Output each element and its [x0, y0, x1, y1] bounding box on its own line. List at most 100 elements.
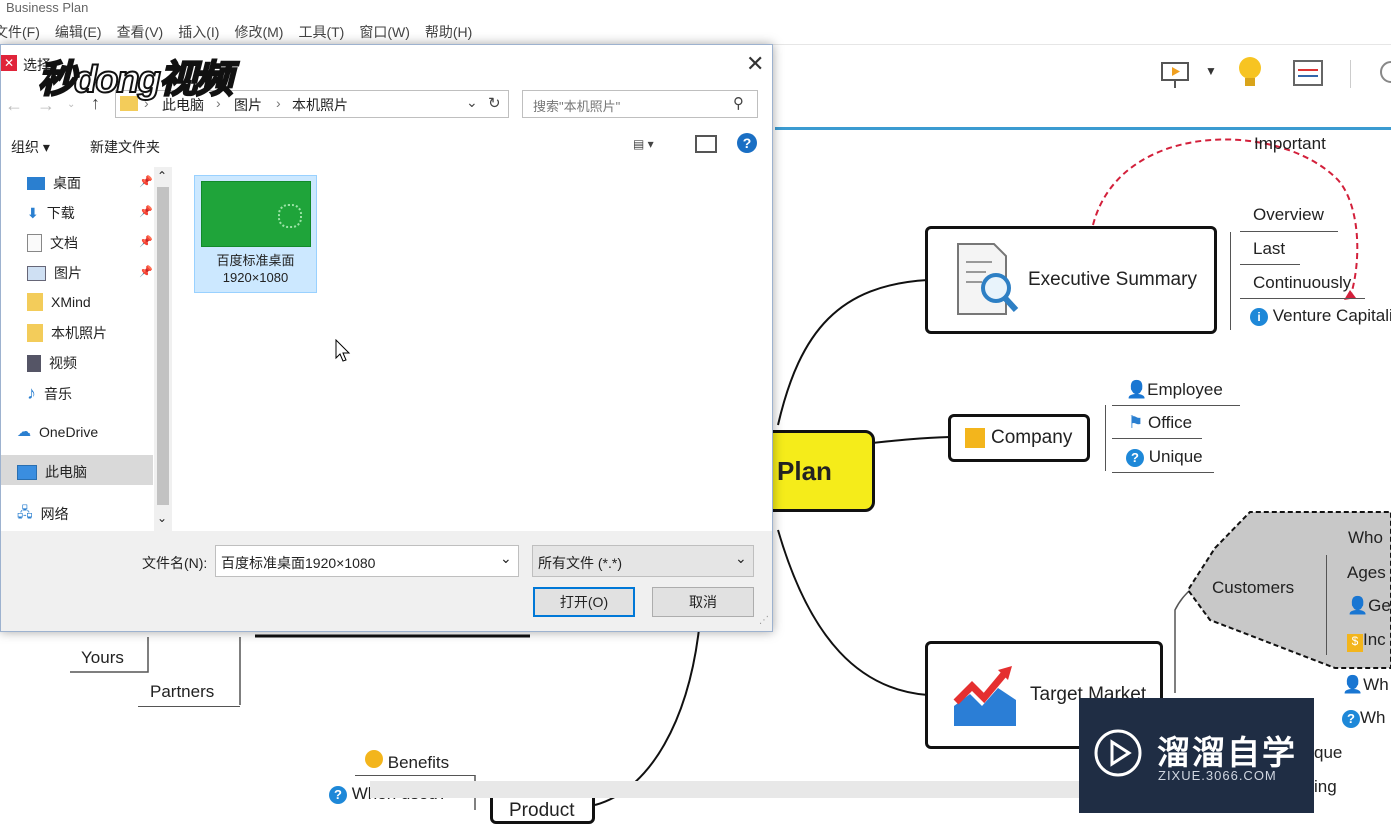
topic-company[interactable]: Company — [948, 414, 1090, 462]
resize-grip-icon[interactable]: ⋰ — [759, 615, 769, 626]
menu-help[interactable]: 帮助(H) — [424, 24, 473, 40]
subtopic-last[interactable]: Last — [1253, 239, 1286, 258]
cancel-button[interactable]: 取消 — [652, 587, 754, 617]
file-thumbnail — [201, 181, 311, 247]
subtopic-ages[interactable]: Ages — [1347, 563, 1386, 582]
subtopic-office[interactable]: ⚑ Office — [1128, 413, 1193, 432]
menu-edit[interactable]: 编辑(E) — [54, 24, 102, 40]
chevron-down-icon[interactable]: ⌄ — [735, 550, 747, 566]
menu-window[interactable]: 窗口(W) — [359, 24, 410, 40]
forward-arrow-icon[interactable]: → — [37, 95, 55, 115]
pin-icon[interactable]: 📌 — [139, 176, 153, 188]
watermark-top: 秒dong视频 — [37, 58, 234, 102]
close-icon[interactable]: ✕ — [746, 51, 765, 76]
breadcrumb-bar[interactable]: › 此电脑 › 图片 › 本机照片 ⌄ ↻ — [115, 90, 509, 118]
file-dimensions: 1920×1080 — [222, 270, 289, 285]
menu-modify[interactable]: 修改(M) — [234, 24, 284, 40]
topic-executive-summary[interactable]: Executive Summary — [925, 226, 1217, 334]
subtopic-continuously[interactable]: Continuously — [1253, 273, 1352, 292]
topic-product-label: Product — [509, 800, 575, 821]
open-button[interactable]: 打开(O) — [533, 587, 635, 617]
subtopic-partners[interactable]: Partners — [150, 682, 215, 701]
lightbulb-icon[interactable] — [1237, 56, 1263, 90]
gantt-icon[interactable] — [1293, 60, 1323, 86]
subtopic-unique[interactable]: ? Unique — [1126, 447, 1203, 467]
help-icon[interactable]: ? — [737, 133, 757, 153]
subtopic-pricing-partial[interactable]: ing — [1314, 777, 1337, 796]
breadcrumb-item[interactable]: 图片 — [234, 97, 262, 113]
subtopic-competitor-2[interactable]: ?Wh — [1342, 708, 1386, 728]
nav-item-desktop[interactable]: 桌面 — [27, 173, 81, 193]
pin-icon[interactable]: 📌 — [139, 266, 153, 278]
filename-input[interactable]: 百度标准桌面1920×1080 ⌄ — [215, 545, 519, 577]
subtopic-who[interactable]: Who — [1348, 528, 1383, 547]
breadcrumb-item[interactable]: 本机照片 — [292, 97, 348, 113]
pin-icon[interactable]: 📌 — [139, 206, 153, 218]
scroll-up-icon[interactable]: ⌃ — [157, 169, 168, 183]
nav-item-documents[interactable]: 文档 — [27, 233, 78, 253]
up-arrow-icon[interactable]: ↑ — [91, 93, 100, 113]
menu-file[interactable]: 文件(F) — [0, 24, 40, 40]
info-icon: i — [1250, 308, 1268, 326]
presentation-icon[interactable] — [1160, 60, 1190, 90]
relationship-label[interactable]: Important — [1254, 134, 1326, 153]
subtopic-customers[interactable]: Customers — [1212, 578, 1295, 597]
menu-insert[interactable]: 插入(I) — [178, 24, 220, 40]
subtopic-benefits[interactable]: Benefits — [365, 750, 449, 773]
nav-item-local-photos[interactable]: 本机照片 — [27, 323, 107, 343]
flag-icon: ⚑ — [1128, 413, 1144, 432]
nav-item-videos[interactable]: 视频 — [27, 353, 77, 373]
nav-pane-scrollbar[interactable]: ⌃ ⌄ — [154, 167, 172, 531]
view-options-icon[interactable]: ▤ ▾ — [633, 137, 654, 151]
topic-executive-summary-label: Executive Summary — [1028, 269, 1197, 290]
nav-item-music[interactable]: ♪音乐 — [27, 383, 72, 403]
question-icon: ? — [1342, 710, 1360, 728]
chevron-down-icon[interactable]: ⌄ — [466, 94, 478, 110]
organize-button[interactable]: 组织 ▾ — [11, 139, 50, 155]
chevron-down-icon[interactable]: ⌄ — [500, 550, 512, 566]
menu-bar: 文件(F) 编辑(E) 查看(V) 插入(I) 修改(M) 工具(T) 窗口(W… — [0, 20, 1391, 45]
subtopic-yours[interactable]: Yours — [81, 648, 124, 667]
question-icon: ? — [329, 786, 347, 804]
subtopic-unique-partial[interactable]: que — [1314, 743, 1343, 762]
video-icon — [27, 354, 41, 372]
refresh-icon[interactable]: ↻ — [488, 95, 501, 112]
nav-item-onedrive[interactable]: ☁OneDrive — [17, 423, 99, 440]
nav-item-downloads[interactable]: ⬇下载 — [27, 204, 75, 222]
preview-pane-icon[interactable] — [695, 135, 717, 153]
nav-item-pictures[interactable]: 图片 — [27, 263, 82, 283]
document-search-icon — [957, 243, 1019, 315]
search-icon: ⚲ — [733, 95, 744, 112]
file-list[interactable]: 百度标准桌面 1920×1080 — [173, 167, 772, 531]
nav-item-xmind[interactable]: XMind — [27, 293, 91, 311]
subtopic-overview[interactable]: Overview — [1253, 205, 1324, 224]
filetype-select[interactable]: 所有文件 (*.*) ⌄ — [532, 545, 754, 577]
scroll-thumb[interactable] — [157, 187, 169, 505]
canvas-horizontal-scrollbar[interactable] — [370, 781, 1100, 798]
subtopic-employee[interactable]: 👤Employee — [1126, 380, 1223, 399]
file-item[interactable]: 百度标准桌面 1920×1080 — [194, 175, 317, 293]
recent-chevron-icon[interactable]: ⌄ — [67, 99, 76, 110]
nav-item-this-pc[interactable]: 此电脑 — [17, 462, 87, 482]
subtopic-venture-capital[interactable]: i Venture Capitali — [1250, 306, 1391, 326]
nav-item-network[interactable]: 🖧网络 — [17, 502, 69, 526]
subtopic-income[interactable]: $Inc — [1347, 630, 1386, 652]
subtopic-gender[interactable]: 👤Ge — [1347, 596, 1391, 615]
folder-icon — [120, 96, 138, 111]
breadcrumb-item[interactable]: 此电脑 — [162, 97, 204, 113]
new-folder-button[interactable]: 新建文件夹 — [90, 139, 160, 155]
menu-view[interactable]: 查看(V) — [116, 24, 164, 40]
open-file-dialog: ✕ 选择 ✕ ← → ⌄ ↑ › 此电脑 › 图片 › 本机照片 ⌄ ↻ 搜索"… — [0, 44, 773, 632]
scroll-down-icon[interactable]: ⌄ — [157, 511, 168, 525]
folder-icon — [27, 293, 43, 311]
pin-icon[interactable]: 📌 — [139, 236, 153, 248]
back-arrow-icon[interactable]: ← — [5, 95, 23, 115]
chevron-down-icon[interactable]: ▼ — [1205, 64, 1217, 78]
person-icon: 👤 — [1342, 675, 1364, 694]
menu-tools[interactable]: 工具(T) — [298, 24, 345, 40]
search-icon[interactable] — [1375, 58, 1391, 88]
search-input[interactable]: 搜索"本机照片" ⚲ — [522, 90, 758, 118]
subtopic-competitor-1[interactable]: 👤Wh — [1342, 675, 1389, 694]
central-topic[interactable]: Plan — [760, 430, 875, 512]
